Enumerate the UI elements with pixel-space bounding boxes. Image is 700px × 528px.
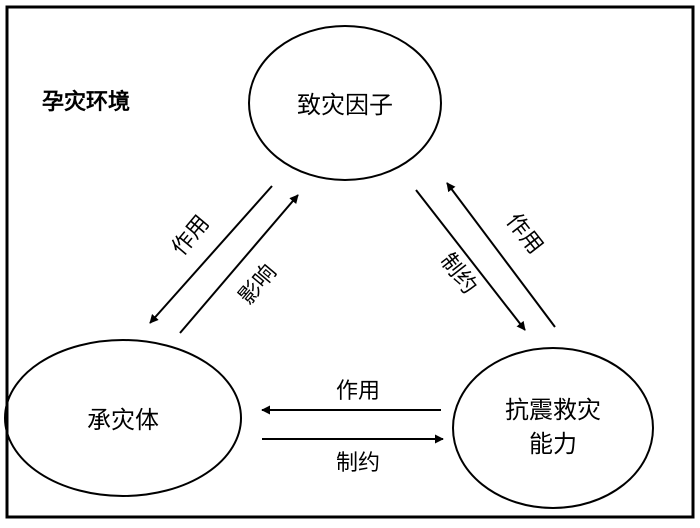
arrow-hazard-to-body: [149, 185, 273, 324]
label-body-to-capacity: 制约: [336, 451, 380, 476]
arrow-capacity-to-hazard: [446, 182, 556, 328]
capacity-label-line1: 抗震救灾: [505, 396, 601, 424]
label-body-to-hazard: 影响: [234, 260, 281, 310]
capacity-label-line2: 能力: [529, 430, 577, 458]
capacity-node: [452, 347, 654, 509]
exposed-body-node: [4, 339, 242, 497]
arrow-hazard-to-capacity: [415, 189, 526, 331]
arrow-body-to-hazard: [179, 194, 299, 334]
label-hazard-to-body: 作用: [167, 211, 214, 261]
label-capacity-to-hazard: 作用: [501, 209, 548, 259]
frame-label: 孕灾环境: [42, 89, 130, 115]
hazard-factor-label: 致灾因子: [297, 91, 393, 119]
label-hazard-to-capacity: 制约: [435, 249, 482, 299]
label-capacity-to-body: 作用: [336, 379, 380, 404]
exposed-body-label: 承灾体: [87, 406, 159, 434]
hazard-factor-node: [248, 25, 442, 181]
outer-frame: [5, 5, 695, 519]
